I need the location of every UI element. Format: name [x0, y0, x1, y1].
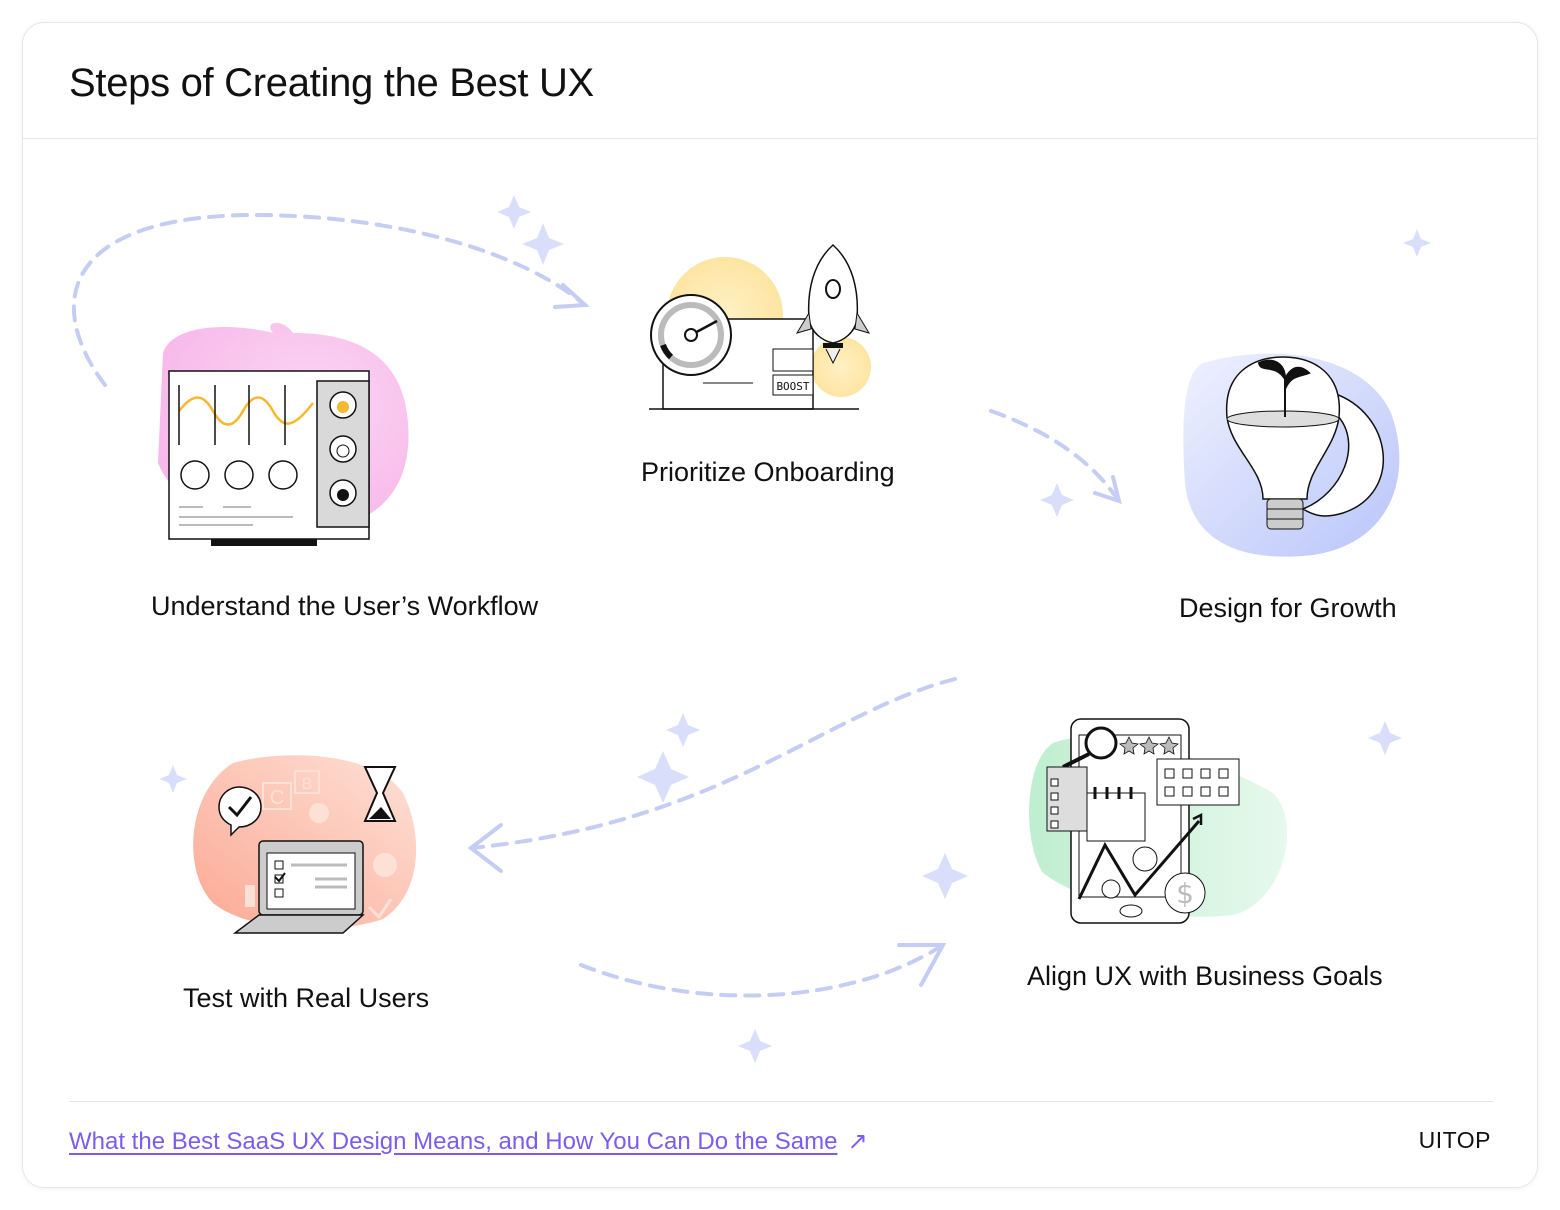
growth-illustration	[1183, 353, 1400, 557]
sparkle-icon	[922, 853, 968, 899]
connector-workflow-to-onboarding-head	[553, 283, 590, 309]
check-icon	[367, 898, 393, 920]
star-icon	[1119, 736, 1139, 755]
user-icon	[337, 489, 349, 501]
business-illustration: $	[1029, 718, 1288, 924]
sparkle-decorations	[159, 195, 1431, 1063]
trend-line-icon	[1077, 820, 1201, 900]
sparkle-icon	[1368, 721, 1402, 755]
connector-testing-to-business	[579, 943, 945, 998]
testing-illustration: C B	[193, 755, 417, 934]
connector-growth-to-testing	[469, 677, 957, 850]
onboarding-illustration: BOOST	[649, 243, 871, 410]
connector-onboarding-to-growth	[989, 409, 1121, 503]
tile-c-letter: C	[270, 787, 284, 809]
coin-icon	[1164, 872, 1206, 914]
tile-c	[262, 782, 292, 810]
step-label-onboarding: Prioritize Onboarding	[641, 457, 895, 487]
star-icon	[1139, 736, 1159, 755]
wave-line	[178, 396, 314, 426]
sparkle-icon	[1403, 229, 1431, 257]
sparkle-icon	[522, 223, 564, 265]
magnifier-icon	[1084, 726, 1118, 760]
sparkle-icon	[1040, 483, 1074, 517]
calendar-bubble	[1156, 758, 1240, 806]
user-icon	[337, 401, 349, 413]
workflow-illustration	[158, 322, 409, 546]
page-title: Steps of Creating the Best UX	[69, 61, 594, 105]
sprout-icon	[1257, 359, 1311, 417]
user-icon	[336, 444, 350, 458]
yellow-blob-small	[811, 337, 871, 397]
connector-testing-to-business-head	[897, 943, 947, 987]
gear-icon	[373, 853, 397, 877]
tile-b	[294, 770, 320, 794]
infographic-card: Steps of Creating the Best UX	[22, 22, 1538, 1188]
laptop-base	[232, 914, 365, 934]
connector-workflow-to-onboarding	[71, 212, 587, 387]
currency-symbol: $	[1176, 877, 1194, 910]
article-link-text: What the Best SaaS UX Design Means, and …	[69, 1128, 838, 1155]
article-link[interactable]: What the Best SaaS UX Design Means, and …	[69, 1127, 868, 1156]
connector-onboarding-to-growth-head	[1093, 475, 1122, 505]
step-label-testing: Test with Real Users	[183, 983, 430, 1013]
step-label-business: Align UX with Business Goals	[1027, 961, 1383, 991]
external-link-icon: ↗	[847, 1128, 868, 1155]
connector-arrows	[71, 212, 1122, 998]
star-icon	[1159, 736, 1179, 755]
brand-logo: UITOP	[1418, 1127, 1491, 1153]
connector-growth-to-testing-head	[467, 823, 503, 873]
tile-b-letter: B	[302, 776, 313, 793]
gear-icon	[309, 803, 329, 823]
sparkle-icon	[159, 765, 187, 793]
sparkle-icon	[497, 195, 531, 229]
sparkle-icon	[637, 751, 689, 803]
footer-divider	[69, 1101, 1493, 1102]
step-label-workflow: Understand the User’s Workflow	[151, 591, 539, 621]
notepad-card	[1086, 792, 1146, 842]
boost-badge: BOOST	[776, 380, 809, 393]
step-label-growth: Design for Growth	[1179, 593, 1397, 623]
sparkle-icon	[738, 1029, 772, 1063]
hourglass-icon	[363, 766, 397, 822]
sparkle-icon	[666, 713, 700, 747]
flow-diagram: BOOST	[71, 195, 1431, 1063]
card-header: Steps of Creating the Best UX	[23, 23, 1537, 139]
lightbulb-icon	[1225, 356, 1341, 500]
